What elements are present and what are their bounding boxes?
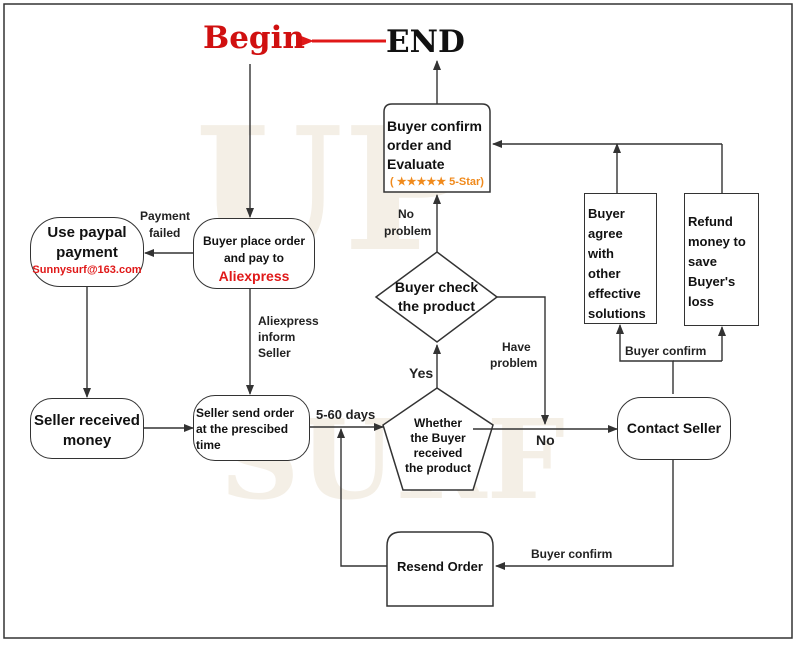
refund-line3: save (688, 254, 717, 269)
payment-failed-line1: Payment (140, 209, 191, 223)
edge-contact-resend (495, 460, 674, 570)
whether-line1: Whether (414, 416, 462, 430)
paypal-node (30, 217, 144, 287)
buyer-check-shape (374, 251, 499, 343)
refund-line1: Refund (688, 214, 733, 229)
five-star-rating: ( ★★★★★ 5-Star) (390, 176, 484, 188)
whether-line2: the Buyer (410, 431, 466, 445)
paypal-line1: Use paypal (47, 224, 127, 241)
edge-check-problem (497, 296, 549, 425)
whether-line3: received (413, 446, 463, 460)
seller-received-line2: money (62, 432, 112, 449)
refund-line4: Buyer's (688, 274, 736, 289)
paypal-email: Sunnysurf@163.com (32, 264, 142, 276)
resend-shape (386, 531, 494, 607)
place-order-line2: and pay to (223, 251, 284, 265)
agree-line6: solutions (588, 306, 646, 321)
seller-received-line1: Seller received (34, 412, 140, 429)
agree-line4: other (588, 266, 621, 281)
seller-send-node (193, 395, 310, 461)
no-problem-line1: No (398, 207, 414, 221)
inform-line2: inform (258, 330, 296, 344)
contact-seller-node (617, 397, 731, 460)
agree-line1: Buyer (588, 206, 625, 221)
agree-line5: effective (588, 286, 641, 301)
confirm-line2: order and (387, 137, 452, 153)
edge-contact-options (616, 324, 674, 394)
agree-line3: with (588, 246, 614, 261)
inform-line3: Seller (258, 346, 291, 360)
no-label: No (536, 432, 555, 448)
have-problem-line1: Have (502, 340, 531, 354)
seller-send-line2: at the prescibed (196, 422, 289, 436)
whether-received-shape (382, 387, 494, 491)
agree-line2: agree (588, 226, 623, 241)
confirm-line1: Buyer confirm (387, 118, 482, 134)
no-problem-line2: problem (384, 224, 432, 238)
edge-resend-loop (337, 428, 387, 567)
outer-frame (3, 3, 793, 639)
end-label: END (386, 24, 465, 60)
begin-label: Begin (203, 20, 305, 56)
confirm-line3: Evaluate (387, 156, 445, 172)
yes-label: Yes (409, 365, 434, 381)
resend-label: Resend Order (397, 559, 483, 574)
refund-line2: money to (688, 234, 746, 249)
agree-node (584, 193, 657, 324)
buyer-confirm-top-label: Buyer confirm (625, 344, 707, 358)
seller-send-line3: time (196, 438, 221, 452)
inform-line1: Aliexpress (258, 314, 319, 328)
check-line1: Buyer check (394, 279, 479, 295)
seller-send-line1: Seller send order (196, 406, 295, 420)
paypal-line2: payment (56, 244, 118, 261)
contact-seller-label: Contact Seller (626, 420, 722, 436)
days-label: 5-60 days (316, 407, 376, 422)
place-order-aliexpress: Aliexpress (218, 268, 290, 284)
confirm-evaluate-shape (383, 103, 491, 193)
seller-received-node (30, 398, 144, 459)
place-order-line1: Buyer place order (202, 234, 306, 248)
place-order-node (193, 218, 315, 289)
payment-failed-line2: failed (149, 226, 181, 240)
whether-line4: the product (405, 461, 471, 475)
refund-node (684, 193, 759, 326)
buyer-confirm-bottom-label: Buyer confirm (531, 547, 613, 561)
check-line2: the product (398, 298, 475, 314)
have-problem-line2: problem (490, 356, 538, 370)
refund-line5: loss (688, 294, 715, 309)
